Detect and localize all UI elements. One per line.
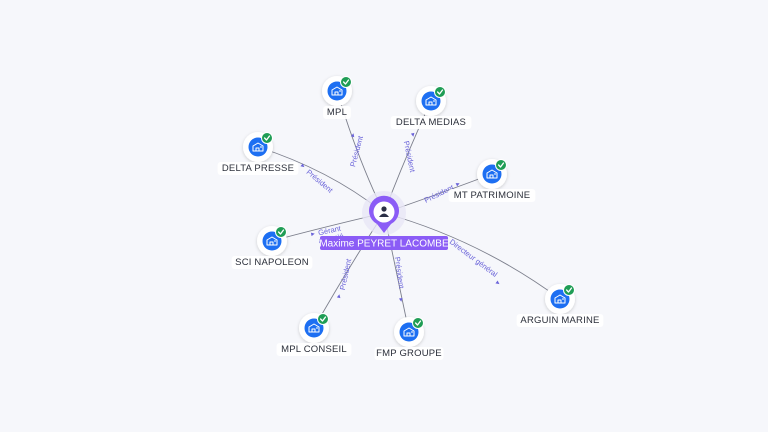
company-label-bg xyxy=(217,162,299,175)
company-node-arguin-marine[interactable]: ARGUIN MARINE xyxy=(516,284,604,327)
company-name-label: MPL xyxy=(327,107,347,118)
edge-role-label-mpl: Président xyxy=(348,134,365,168)
company-label-bg xyxy=(448,189,536,202)
company-icon-bg xyxy=(550,289,570,309)
verified-check-icon xyxy=(340,76,352,88)
company-icon-bg xyxy=(304,318,324,338)
company-icon-bg xyxy=(248,137,268,157)
edge-arrow-mpl-conseil xyxy=(336,294,341,299)
edge-role-label-delta-medias: Président xyxy=(402,140,418,174)
edge-arrow-arguin-marine xyxy=(495,280,500,285)
company-label-bg xyxy=(231,256,313,269)
nodes-layer: MPL DELTA MEDIAS DELTA PRESSE MT PATRIMOINE… xyxy=(217,76,604,360)
company-name-label: DELTA MEDIAS xyxy=(396,117,466,128)
company-node-delta-presse[interactable]: DELTA PRESSE xyxy=(217,132,299,175)
center-person-node[interactable]: Maxime PEYRET LACOMBE xyxy=(319,191,449,250)
building-icon xyxy=(266,236,278,246)
company-name-label: FMP GROUPE xyxy=(376,348,442,359)
building-icon xyxy=(554,294,566,304)
verified-check-icon xyxy=(412,317,424,329)
building-icon xyxy=(331,86,343,96)
center-person-label-bg xyxy=(320,236,448,250)
company-icon-bg xyxy=(262,231,282,251)
company-icon-bg xyxy=(327,81,347,101)
company-name-label: ARGUIN MARINE xyxy=(520,315,599,326)
edge-arrow-fmp-groupe xyxy=(398,297,403,302)
edge-role-label-mpl-conseil: Président xyxy=(338,257,354,291)
verified-check-icon xyxy=(317,313,329,325)
building-icon xyxy=(308,323,320,333)
edge-role-label-arguin-marine: Directeur général xyxy=(448,237,500,279)
company-node-mt-patrimoine[interactable]: MT PATRIMOINE xyxy=(448,159,536,202)
company-node-fmp-groupe[interactable]: FMP GROUPE xyxy=(374,317,444,360)
company-name-label: DELTA PRESSE xyxy=(222,163,294,174)
company-icon-bg xyxy=(482,164,502,184)
company-name-label: MT PATRIMOINE xyxy=(454,190,531,201)
company-node-sci-napoleon[interactable]: SCI NAPOLEON xyxy=(231,226,313,269)
building-icon xyxy=(486,169,498,179)
company-node-mpl[interactable]: MPL xyxy=(322,76,352,119)
company-icon-bg xyxy=(421,91,441,111)
edge-arrow-mpl xyxy=(350,133,355,138)
company-label-bg xyxy=(323,106,351,119)
company-label-bg xyxy=(390,116,472,129)
company-node-delta-medias[interactable]: DELTA MEDIAS xyxy=(390,86,472,129)
verified-check-icon xyxy=(261,132,273,144)
company-label-bg xyxy=(374,347,444,360)
building-icon xyxy=(403,327,415,337)
edge-arrow-delta-medias xyxy=(410,132,415,137)
edge-role-label-delta-presse: Président xyxy=(305,167,336,195)
edge-arrow-mt-patrimoine xyxy=(455,183,460,187)
edge-arguin-marine xyxy=(383,212,561,300)
building-icon xyxy=(425,96,437,106)
verified-check-icon xyxy=(495,159,507,171)
center-person-name: Maxime PEYRET LACOMBE xyxy=(319,239,449,250)
building-icon xyxy=(252,142,264,152)
edge-arrow-sci-napoleon xyxy=(310,232,315,237)
company-icon-bg xyxy=(399,322,419,342)
company-node-mpl-conseil[interactable]: MPL CONSEIL xyxy=(276,313,352,356)
edge-arrow-delta-presse xyxy=(300,163,305,168)
company-label-bg xyxy=(516,314,604,327)
edge-role-label-fmp-groupe: Président xyxy=(393,256,406,290)
person-icon xyxy=(379,206,389,217)
company-label-bg xyxy=(276,343,352,356)
verified-check-icon xyxy=(275,226,287,238)
company-name-label: SCI NAPOLEON xyxy=(235,257,309,268)
verified-check-icon xyxy=(434,86,446,98)
verified-check-icon xyxy=(563,284,575,296)
company-name-label: MPL CONSEIL xyxy=(281,344,347,355)
person-pin-inner xyxy=(373,201,395,223)
